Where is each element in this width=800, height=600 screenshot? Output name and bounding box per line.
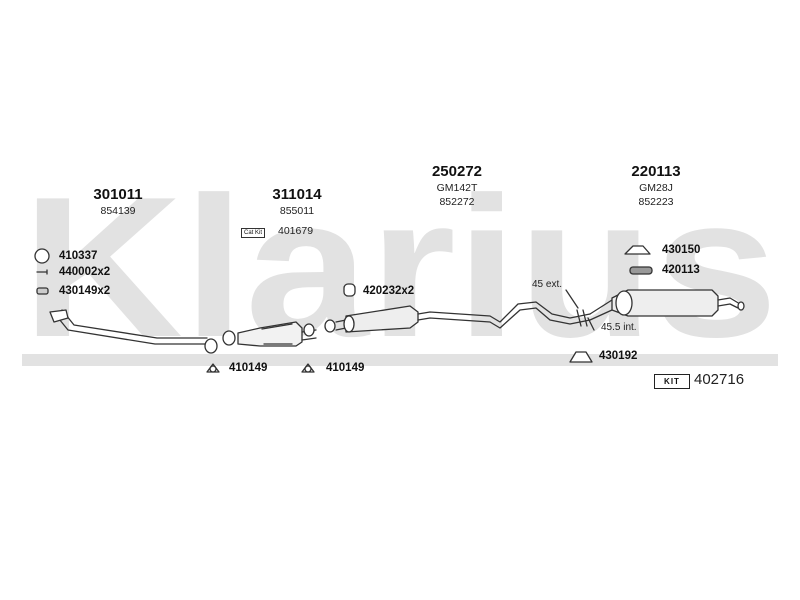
fitting-gasket-right: 410149 [326, 362, 365, 374]
part-number: 311014 [272, 186, 322, 203]
note-ext: 45 ext. [532, 279, 563, 290]
section-catalytic-converter: 311014 855011 [272, 186, 321, 218]
watermark-text: Klarius [22, 186, 778, 376]
hanger-icon-mid [343, 283, 356, 297]
fitting-gasket-ring: 410337 [59, 250, 98, 262]
fitting-hanger-rear-top: 430150 [662, 244, 701, 256]
sub-number: 854139 [100, 205, 136, 217]
catalytic-converter-drawing [222, 321, 317, 347]
gasket-ring-icon [34, 248, 50, 264]
fitting-hanger-rear-bottom: 430192 [599, 350, 638, 362]
sub-number: 852223 [638, 196, 674, 208]
hanger-icon-rear-bottom [569, 351, 593, 363]
model-code: GM28J [639, 182, 673, 194]
fitting-gasket-left: 410149 [229, 362, 268, 374]
sub-number: 855011 [279, 205, 315, 217]
rear-silencer-drawing [589, 289, 745, 321]
middle-silencer-drawing [324, 301, 591, 333]
brand-watermark: Klarius [22, 186, 778, 376]
hanger-icon-rear-mid [629, 266, 653, 275]
section-rear-silencer: 220113 GM28J 852223 [631, 163, 680, 209]
section-front-pipe: 301011 854139 [93, 186, 142, 218]
part-number: 250272 [431, 163, 483, 180]
hanger-icon-rear-top [624, 245, 651, 255]
kit-number: 402716 [694, 371, 745, 388]
cat-kit-number: 401679 [278, 225, 314, 237]
part-number: 220113 [631, 163, 681, 180]
gasket-icon-left [206, 363, 220, 373]
fitting-hanger-rear-mid: 420113 [662, 264, 700, 276]
gasket-icon-right [301, 363, 315, 373]
fitting-bolt: 440002x2 [59, 266, 111, 278]
fitting-hanger-mid: 420232x2 [363, 285, 415, 297]
fitting-clamp: 430149x2 [59, 285, 111, 297]
clamp-icon [36, 287, 49, 295]
kit-badge: KIT [654, 374, 690, 389]
bolt-icon [36, 269, 48, 275]
front-pipe-drawing [49, 309, 218, 354]
part-number: 301011 [93, 186, 143, 203]
cat-kit-badge: Cat Kit [241, 228, 266, 238]
model-code: GM142T [436, 182, 478, 194]
section-middle-silencer: 250272 GM142T 852272 [432, 163, 482, 209]
sub-number: 852272 [439, 196, 475, 208]
note-int: 45.5 int. [601, 322, 637, 333]
